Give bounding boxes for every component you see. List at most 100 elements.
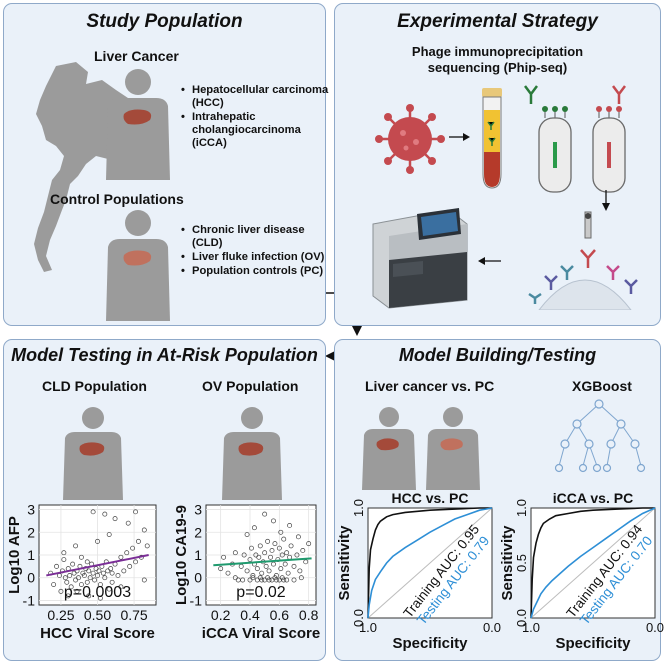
x-tick-label: 0.50 — [84, 607, 111, 623]
data-point — [96, 568, 102, 574]
xgboost-label: XGBoost — [572, 378, 632, 394]
sequencer-icon — [372, 208, 468, 309]
diagonal-reference — [367, 507, 493, 619]
body-figure-icon — [222, 407, 282, 500]
comparison-label: Liver cancer vs. PC — [365, 378, 495, 394]
data-point — [84, 579, 90, 585]
data-point — [61, 550, 67, 556]
data-point — [269, 548, 275, 553]
data-point — [109, 570, 115, 576]
data-point — [250, 575, 256, 581]
data-point — [221, 554, 227, 560]
body-figure-icon — [362, 407, 416, 490]
y-tick-label: 3 — [27, 502, 35, 518]
data-point — [133, 509, 138, 515]
data-point — [265, 575, 271, 581]
data-point — [268, 554, 273, 560]
data-point — [284, 550, 290, 556]
data-point — [124, 550, 130, 556]
data-point — [70, 561, 76, 567]
data-point — [95, 573, 100, 578]
panel-title: Experimental Strategy — [397, 11, 598, 32]
data-point — [84, 559, 90, 565]
x-tick-label: 0.75 — [120, 607, 147, 623]
data-point — [108, 566, 114, 572]
data-point — [254, 566, 260, 572]
ov-population-label: OV Population — [202, 378, 299, 394]
x-tick-label: 0.8 — [299, 607, 319, 623]
p-value-annotation: p=0.0003 — [64, 584, 131, 601]
virus-icon — [375, 104, 445, 174]
list-item: Population controls (PC) — [181, 265, 332, 278]
x-axis-label: iCCA Viral Score — [202, 625, 320, 642]
data-point — [257, 575, 263, 581]
y-tick-label: 0.0 — [514, 609, 529, 627]
data-point — [76, 575, 81, 581]
data-point — [115, 573, 121, 578]
data-point — [244, 568, 250, 574]
liver-cancer-label: Liver Cancer — [94, 48, 179, 64]
arrow-icon — [449, 133, 470, 141]
data-point — [118, 554, 124, 560]
data-point — [112, 516, 118, 522]
liver-icon — [79, 442, 105, 456]
data-point — [232, 575, 238, 581]
liver-icon — [238, 442, 264, 456]
body-figure-icon — [106, 69, 170, 180]
roc-curve — [367, 507, 492, 619]
x-axis-label: Specificity — [392, 635, 468, 652]
panel-title: Model Building/Testing — [398, 345, 597, 365]
body-figure-icon — [426, 407, 480, 490]
list-item: Liver fluke infection (OV) — [181, 251, 332, 264]
data-point — [58, 588, 64, 594]
data-point — [125, 520, 131, 526]
y-tick-label: 0.5 — [514, 554, 529, 572]
data-point — [141, 527, 147, 533]
decision-tree-icon — [554, 399, 646, 473]
data-point — [291, 563, 297, 569]
data-point — [106, 586, 112, 592]
liver-icon — [440, 438, 463, 451]
data-point — [241, 552, 247, 558]
data-point — [265, 538, 271, 544]
data-point — [67, 573, 73, 578]
immunoprecipitation-bead-icon — [528, 211, 638, 310]
y-tick-label: 1.0 — [514, 499, 529, 517]
antibody-icon — [612, 85, 626, 104]
data-point — [74, 588, 80, 594]
data-point — [240, 577, 246, 583]
y-tick-label: 0 — [194, 570, 202, 586]
phage-icon — [538, 106, 572, 193]
data-point — [81, 573, 87, 578]
liver-icon — [123, 250, 152, 266]
data-point — [141, 577, 147, 583]
body-figure-icon — [106, 210, 170, 321]
data-point — [86, 593, 92, 599]
y-tick-label: -1 — [23, 592, 36, 608]
y-tick-label: 1 — [27, 547, 35, 563]
x-axis-label: HCC Viral Score — [40, 625, 155, 642]
data-point — [127, 563, 133, 569]
cld-population-label: CLD Population — [42, 378, 147, 394]
data-point — [272, 541, 278, 547]
fit-line — [213, 557, 312, 567]
data-point — [106, 532, 112, 537]
data-point — [256, 554, 262, 560]
data-point — [272, 575, 278, 581]
x-tick-label: 0.2 — [211, 607, 231, 623]
cancer-list: Hepatocellular carcinoma (HCC) Intrahepa… — [180, 84, 332, 151]
y-tick-label: -1 — [190, 592, 203, 608]
model-testing-panel: Model Testing in At-Risk Population CLD … — [3, 339, 326, 661]
data-point — [51, 582, 57, 587]
x-tick-label: 0.0 — [483, 620, 501, 635]
data-point — [95, 538, 100, 544]
data-point — [287, 523, 293, 528]
x-tick-label: 0.4 — [240, 607, 260, 623]
data-point — [78, 554, 84, 560]
data-point — [68, 584, 74, 590]
data-point — [109, 579, 115, 585]
data-point — [279, 552, 285, 558]
roc-curve — [530, 507, 656, 619]
